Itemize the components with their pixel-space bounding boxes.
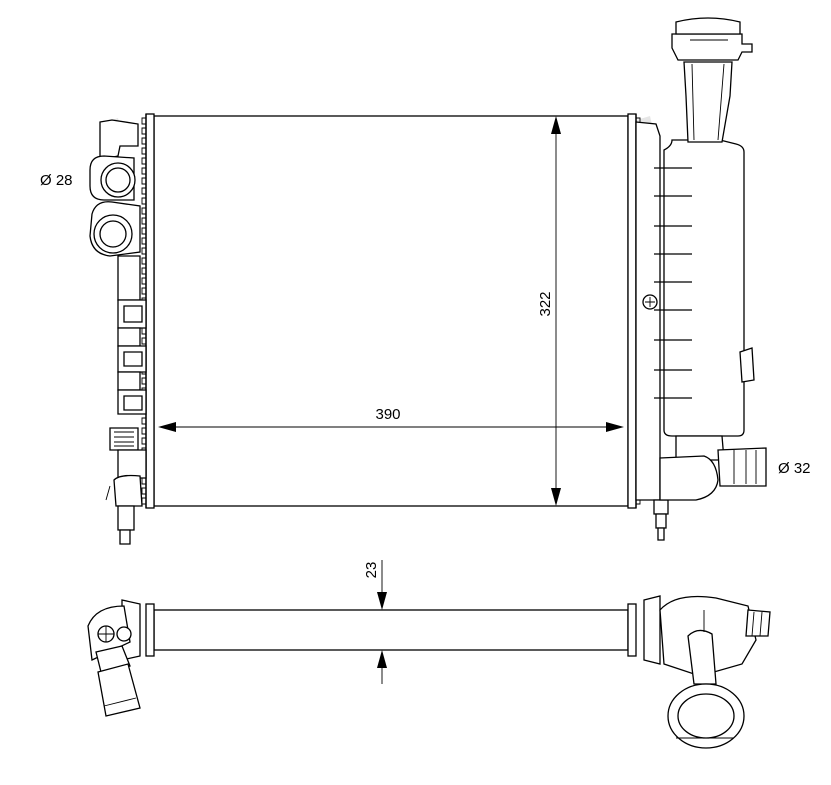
left-fittings-top <box>87 599 141 717</box>
right-fittings-top <box>643 595 771 749</box>
arrow-down-icon <box>551 488 561 506</box>
width-value: 390 <box>375 406 400 423</box>
height-dimension: 322 <box>537 116 561 506</box>
right-tank <box>627 113 669 541</box>
thickness-dimension: 23 <box>363 560 387 684</box>
inlet-diameter-label: Ø 28 <box>40 172 73 189</box>
front-view: 390 322 Ø 28 Ø 32 <box>40 17 811 545</box>
arrow-right-icon <box>606 422 624 432</box>
thickness-value: 23 <box>363 562 380 579</box>
expansion-tank <box>654 17 767 501</box>
width-dimension: 390 <box>158 406 624 432</box>
mount-ring-inner <box>99 220 127 248</box>
inlet-pipe-inner <box>105 167 131 193</box>
outlet-diameter-label: Ø 32 <box>778 460 811 477</box>
top-view: 23 <box>87 560 771 749</box>
radiator-core <box>153 115 629 507</box>
arrow-up-icon <box>551 116 561 134</box>
core-top <box>153 609 629 651</box>
arrow-up-icon <box>377 650 387 668</box>
arrow-left-icon <box>158 422 176 432</box>
arrow-down-icon <box>377 592 387 610</box>
left-tank <box>89 113 155 545</box>
height-value: 322 <box>537 291 554 316</box>
